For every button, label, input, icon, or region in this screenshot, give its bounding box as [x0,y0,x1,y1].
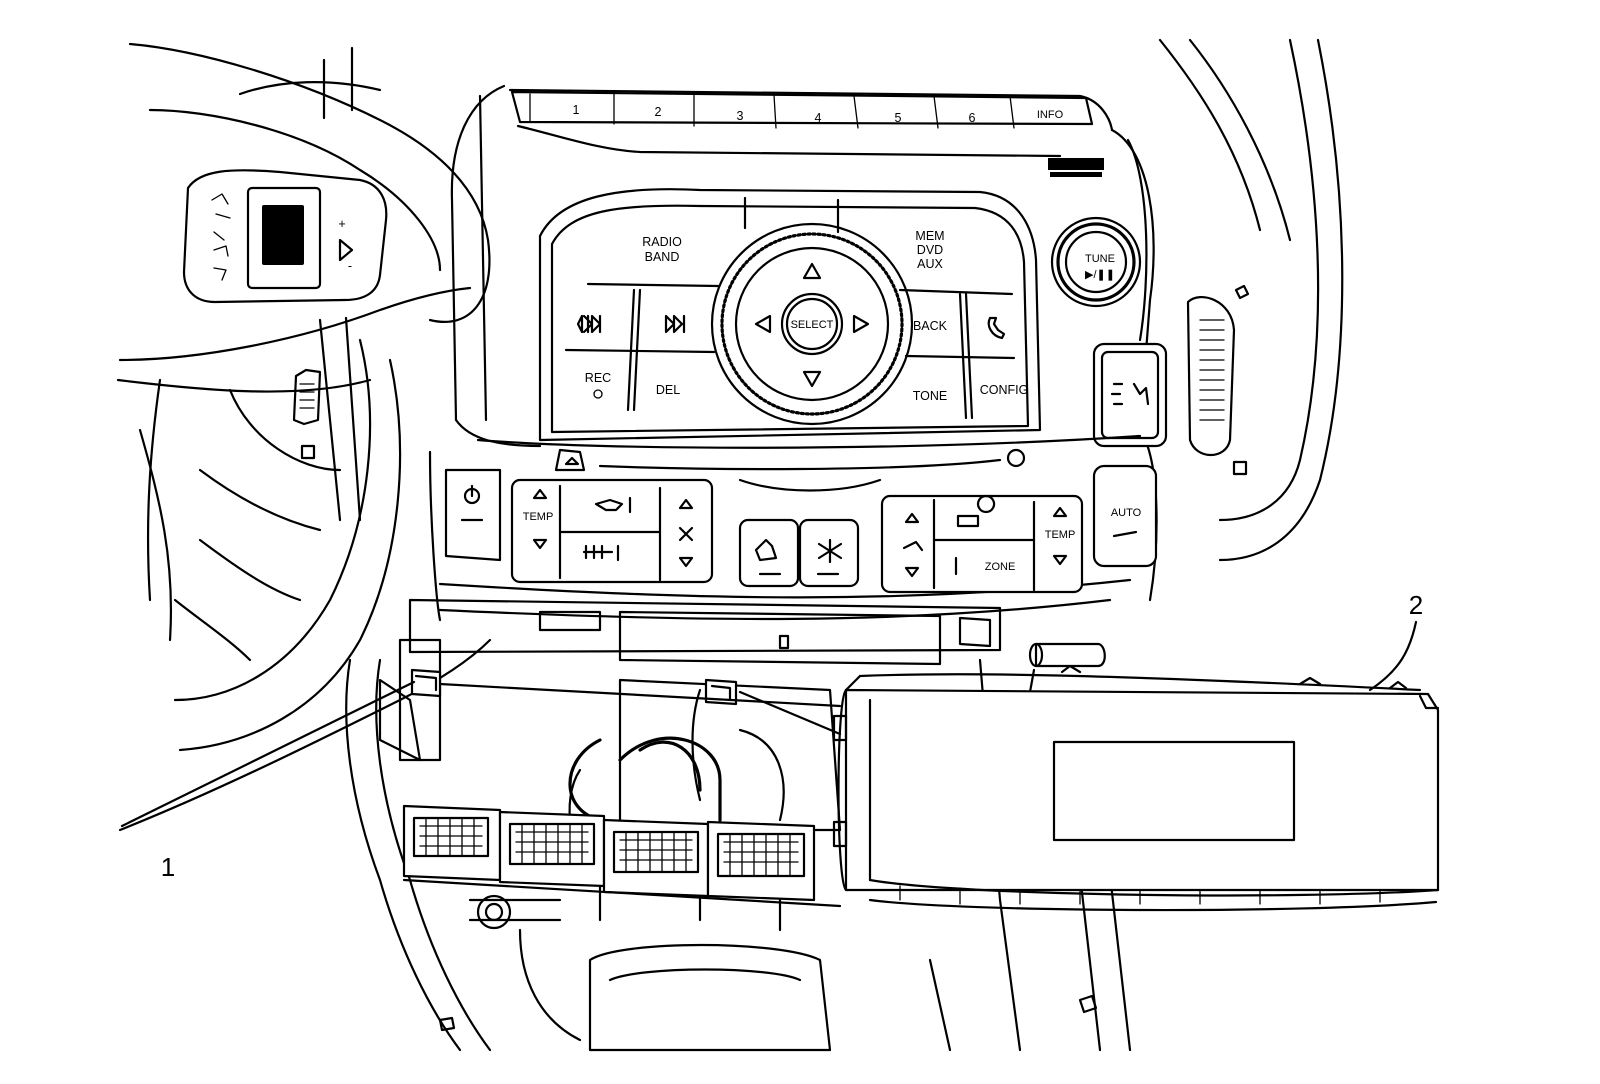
mem-label[interactable]: MEM [915,229,944,243]
rotary-select-knob[interactable]: SELECT [710,222,914,426]
brand-logo [1048,158,1104,177]
preset-5[interactable]: 5 [895,111,902,125]
aux-label[interactable]: AUX [917,257,943,271]
back-label[interactable]: BACK [913,319,948,333]
callout-1-number: 1 [161,852,175,882]
radio-band-line1[interactable]: RADIO [642,235,682,249]
dvd-label[interactable]: DVD [917,243,943,257]
front-defrost-icon[interactable] [594,496,632,514]
right-vent [1158,38,1344,562]
connector-row [402,804,842,932]
preset-1[interactable]: 1 [573,103,580,117]
tune-play-pause[interactable]: ▶/❚❚ [1085,269,1115,281]
config-label[interactable]: CONFIG [980,383,1029,397]
preset-3[interactable]: 3 [737,109,744,123]
preset-button-strip: 1 2 3 4 5 6 INFO [510,90,1094,158]
connector-2 [498,810,606,888]
steering-wheel [116,42,492,832]
connector-4 [706,820,816,902]
callout-2-number: 2 [1409,590,1423,620]
connector-1 [402,804,502,882]
right-arrow-icon[interactable] [852,314,870,334]
climate-control-panel: TEMP ZONE TEMP AUTO [444,464,1158,594]
tune-label[interactable]: TUNE [1085,253,1115,265]
radio-control-module [832,664,1440,912]
volume-down-label: - [348,259,352,273]
snowflake-icon[interactable] [817,538,843,564]
callout-1: 1 [120,680,842,882]
preset-2[interactable]: 2 [655,105,662,119]
callout-2: 2 [738,590,1423,736]
volume-up-label: + [338,217,345,231]
preset-6[interactable]: 6 [969,111,976,125]
left-radio-buttons: RADIO BAND REC DEL [564,235,720,412]
fan-icon[interactable] [678,526,694,542]
next-track-icon[interactable] [664,314,686,334]
locating-pin [1028,642,1106,694]
preset-info[interactable]: INFO [1037,109,1064,121]
right-seat-heat-button[interactable] [1092,342,1168,448]
select-label[interactable]: SELECT [791,319,834,331]
eject-icon[interactable] [564,456,580,466]
connector-3 [602,818,710,898]
cd-slot-strip [476,434,1142,492]
up-arrow-icon[interactable] [802,262,822,280]
left-vent-column [292,46,362,522]
heated-seat-icon-left[interactable] [754,538,778,562]
tune-knob[interactable]: TUNE ▶/❚❚ [1050,216,1142,308]
tone-label[interactable]: TONE [913,389,948,403]
auto-label[interactable]: AUTO [1111,507,1142,519]
radio-band-line2[interactable]: BAND [645,250,680,264]
rec-label[interactable]: REC [585,371,611,385]
temp-right-label[interactable]: TEMP [1045,529,1076,541]
temp-left-label[interactable]: TEMP [523,511,554,523]
heated-seat-icon [1110,382,1150,406]
left-arrow-icon[interactable] [754,314,772,334]
phone-icon[interactable] [987,316,1006,340]
steering-wheel-switch-pad: + - [182,169,388,304]
preset-4[interactable]: 4 [815,111,822,125]
previous-track-icon[interactable] [576,314,594,334]
right-radio-buttons: MEM DVD AUX BACK TONE CONFIG [898,229,1029,420]
mounting-clip-left [410,668,442,698]
down-arrow-icon[interactable] [802,370,822,388]
rear-defrost-icon[interactable] [582,544,620,562]
del-label[interactable]: DEL [656,383,680,397]
zone-label[interactable]: ZONE [985,561,1016,573]
